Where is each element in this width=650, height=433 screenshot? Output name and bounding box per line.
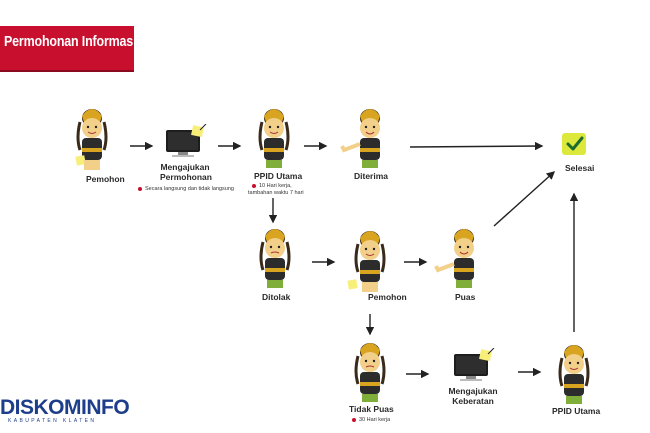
ditolak-character-icon bbox=[259, 229, 291, 288]
red-bullet-icon bbox=[352, 417, 356, 422]
node-label-ditolak: Ditolak bbox=[262, 292, 291, 302]
logo-subtitle: KABUPATEN KLATEN bbox=[8, 418, 97, 424]
node-label-pemohon-mid: Pemohon bbox=[368, 292, 407, 302]
ppid-final-character-icon bbox=[558, 345, 590, 404]
note-langsung: Secara langsung dan tidak langsung bbox=[138, 186, 234, 193]
pemohon-character-icon bbox=[75, 109, 108, 170]
node-label-puas: Puas bbox=[455, 292, 476, 302]
puas-character-icon bbox=[434, 229, 474, 288]
note-ppid-time-extra: tambahan waktu 7 hari bbox=[248, 190, 304, 196]
computer-monitor-icon bbox=[166, 124, 207, 157]
note-ppid-time: 10 Hari kerja, bbox=[252, 183, 292, 190]
node-label-tidak-puas: Tidak Puas bbox=[349, 404, 394, 414]
computer-monitor-icon bbox=[454, 348, 495, 381]
diterima-character-icon bbox=[340, 109, 380, 168]
arrow-diterima-to-selesai bbox=[409, 141, 544, 151]
red-bullet-icon bbox=[252, 183, 256, 188]
node-label-diterima: Diterima bbox=[354, 171, 389, 181]
page-title: Permohonan Informasi bbox=[4, 34, 137, 50]
tidak-puas-character-icon bbox=[354, 343, 386, 402]
ppid-character-icon bbox=[258, 109, 290, 168]
diskominfo-logo: DISKOMINFO bbox=[0, 396, 130, 419]
red-bullet-icon bbox=[138, 186, 142, 191]
pemohon-mid-character-icon bbox=[347, 231, 386, 292]
node-label-mengajukan-permohonan: Mengajukan Permohonan bbox=[160, 162, 212, 182]
node-label-ppid-utama: PPID Utama bbox=[254, 171, 303, 181]
node-label-mengajukan-keberatan: Mengajukan Keberatan bbox=[448, 386, 498, 406]
node-label-ppid-utama-final: PPID Utama bbox=[552, 406, 601, 416]
arrow-puas-to-selesai bbox=[493, 171, 556, 227]
checkmark-icon bbox=[562, 133, 586, 155]
node-label-pemohon: Pemohon bbox=[86, 174, 125, 184]
node-label-selesai: Selesai bbox=[565, 163, 595, 173]
title-banner bbox=[0, 26, 134, 72]
note-tidak-puas-time: 30 Hari kerja bbox=[352, 417, 390, 424]
